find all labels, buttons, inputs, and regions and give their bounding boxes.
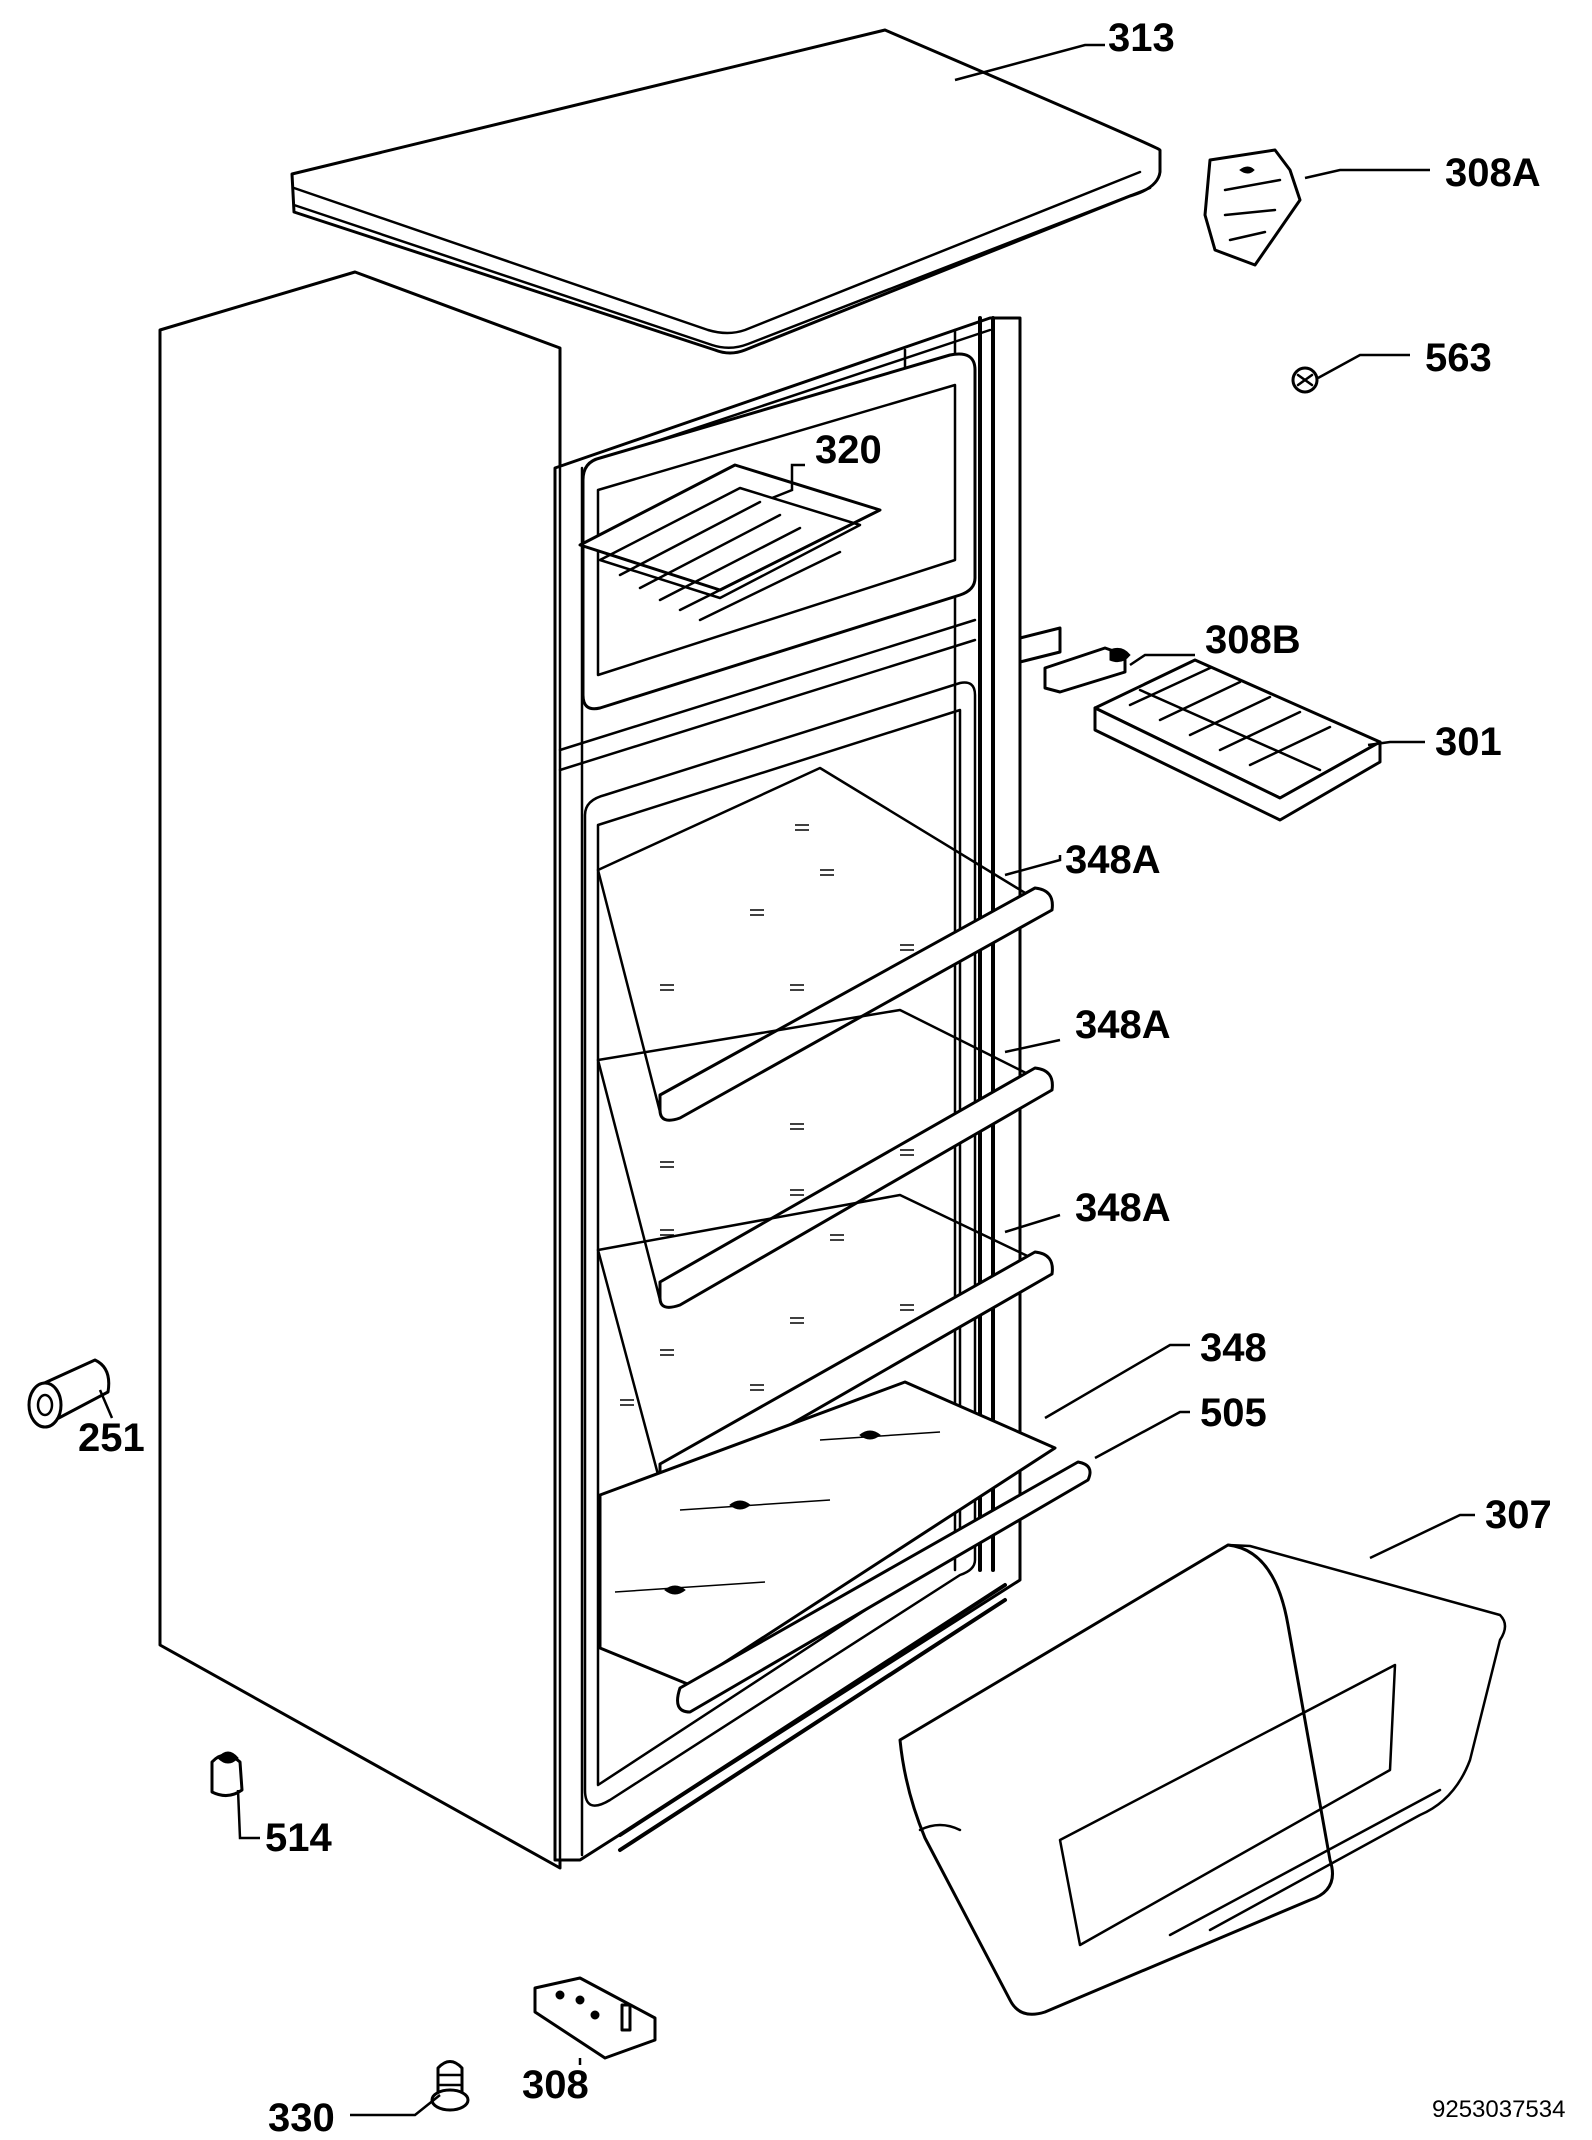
document-number: 9253037534 — [1432, 2096, 1566, 2123]
label-308A: 308A — [1445, 151, 1541, 195]
screw-part-563 — [1291, 366, 1319, 394]
label-563: 563 — [1425, 336, 1492, 380]
label-348A-3: 348A — [1075, 1186, 1171, 1230]
label-320: 320 — [815, 428, 882, 472]
glass-plate-part-348 — [598, 1380, 1057, 1687]
hinge-part-308A — [1203, 148, 1302, 267]
shelf-trim-part-505 — [676, 1460, 1092, 1714]
label-514: 514 — [265, 1816, 332, 1860]
cabinet-body — [158, 270, 1022, 1870]
label-313: 313 — [1108, 16, 1175, 60]
label-301: 301 — [1435, 720, 1502, 764]
label-348A-1: 348A — [1065, 838, 1161, 882]
label-308: 308 — [522, 2063, 589, 2107]
label-330: 330 — [268, 2096, 335, 2140]
hinge-part-308B — [1018, 626, 1131, 694]
label-348: 348 — [1200, 1326, 1267, 1370]
label-505: 505 — [1200, 1391, 1267, 1435]
hinge-part-308 — [533, 1976, 657, 2060]
roller-part-251 — [27, 1358, 111, 1429]
leader-lines — [98, 43, 1475, 2117]
ice-tray-part-301 — [1093, 658, 1382, 822]
label-251: 251 — [78, 1416, 145, 1460]
label-348A-2: 348A — [1075, 1003, 1171, 1047]
glass-shelf-part-348A-1 — [596, 766, 1054, 1122]
top-cover-part-313 — [290, 28, 1162, 355]
crisper-drawer-part-307 — [898, 1543, 1507, 2016]
foot-part-514 — [210, 1751, 244, 1797]
label-307: 307 — [1485, 1493, 1552, 1537]
label-308B: 308B — [1205, 618, 1301, 662]
glass-shelf-part-348A-2 — [596, 1008, 1054, 1309]
foot-part-330 — [430, 2060, 470, 2112]
